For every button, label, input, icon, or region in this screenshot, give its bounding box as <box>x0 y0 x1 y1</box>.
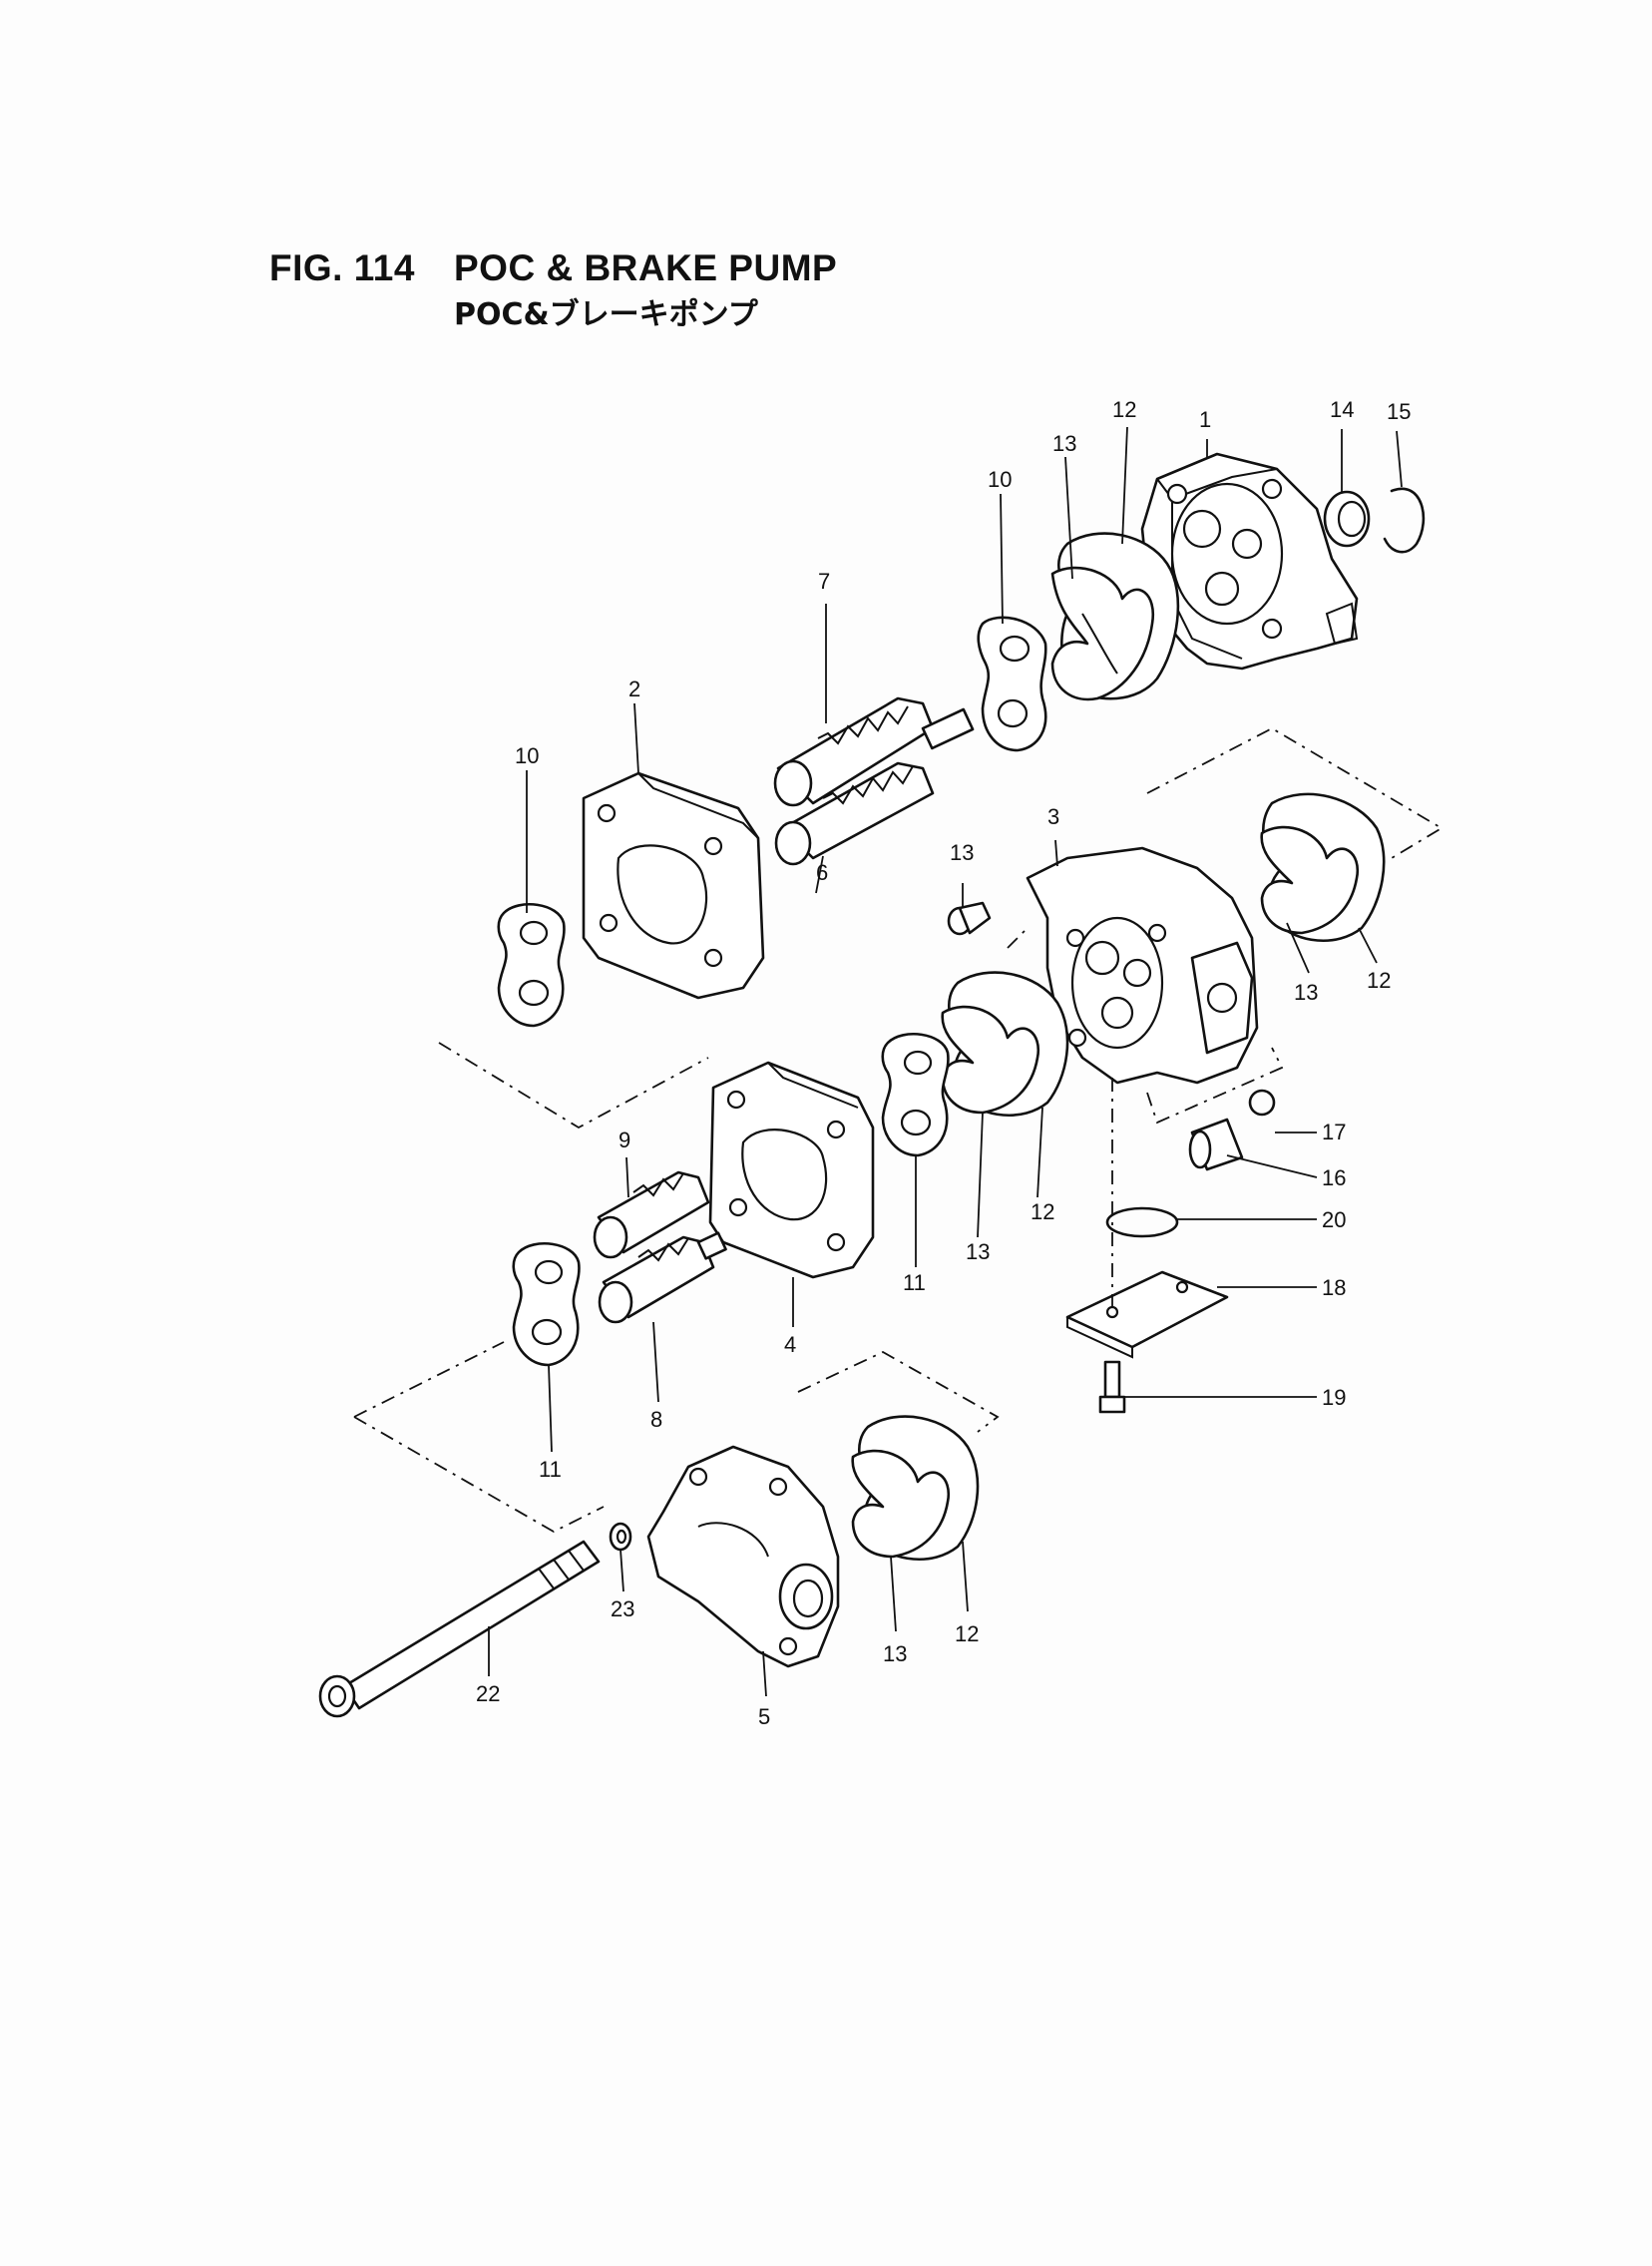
callout-17: 17 <box>1322 1120 1346 1144</box>
callout-23: 23 <box>611 1596 634 1621</box>
part-13-seal-upper <box>1050 566 1155 701</box>
part-6-driven-gear-shaft <box>774 761 935 866</box>
part-19-bolt <box>1098 1360 1126 1414</box>
figure-number: FIG. 114 <box>269 247 415 288</box>
part-9-gear <box>593 1170 710 1259</box>
assembly-line-8 <box>1007 927 1029 949</box>
callout-13-a: 13 <box>1052 431 1076 456</box>
callout-15: 15 <box>1387 399 1411 424</box>
callout-14: 14 <box>1330 397 1354 422</box>
part-10-plate-lower <box>497 902 566 1028</box>
figure-title: POC & BRAKE PUMP <box>454 247 838 288</box>
part-11-plate-lower <box>512 1241 581 1367</box>
callout-20: 20 <box>1322 1207 1346 1232</box>
part-20-o-ring <box>1105 1206 1179 1238</box>
callout-9: 9 <box>619 1128 630 1152</box>
callout-10-b: 10 <box>515 743 539 768</box>
figure-title-japanese: POC&ブレーキポンプ <box>454 297 758 332</box>
assembly-line-4 <box>353 1416 605 1534</box>
callout-13-b: 13 <box>1294 980 1318 1005</box>
assembly-line-3 <box>353 1341 505 1418</box>
callout-13-c: 13 <box>966 1239 990 1264</box>
callout-16: 16 <box>1322 1165 1346 1190</box>
part-8-gear <box>598 1231 727 1324</box>
callout-11-b: 11 <box>539 1457 562 1482</box>
callout-12-c: 12 <box>1031 1199 1054 1224</box>
callout-10-a: 10 <box>988 467 1012 492</box>
callout-11-a: 11 <box>903 1270 926 1295</box>
callout-5: 5 <box>758 1704 770 1729</box>
part-3-center-body <box>1026 846 1259 1085</box>
callout-3: 3 <box>1047 804 1059 829</box>
part-16-bushing <box>1188 1118 1244 1171</box>
part-22-through-bolt <box>318 1540 601 1718</box>
part-2-gear-housing <box>582 771 765 1000</box>
part-1-rear-cover <box>1140 452 1359 671</box>
callout-19: 19 <box>1322 1385 1346 1410</box>
callout-1: 1 <box>1199 407 1211 432</box>
part-11-plate-middle <box>881 1032 950 1157</box>
callout-7: 7 <box>818 569 830 594</box>
callout-6: 6 <box>816 860 828 885</box>
callout-12-b: 12 <box>1367 968 1391 993</box>
assembly-line-1 <box>438 1042 709 1130</box>
callout-18: 18 <box>1322 1275 1346 1300</box>
part-7-drive-gear-shaft <box>773 696 975 807</box>
part-17-snap-ring <box>1248 1089 1276 1117</box>
callout-2: 2 <box>628 677 640 701</box>
callout-21: 13 <box>950 840 974 865</box>
callout-4: 4 <box>784 1332 796 1357</box>
part-23-washer <box>609 1522 632 1552</box>
part-13-seal-middle <box>941 1005 1040 1115</box>
assembly-line-6 <box>1146 1047 1284 1125</box>
part-13-seal-right <box>1260 825 1360 935</box>
part-15-snap-ring <box>1383 487 1426 554</box>
callout-13-d: 13 <box>883 1641 907 1666</box>
assembly-line-2 <box>1146 726 1444 859</box>
assembly-line-5 <box>797 1350 1000 1433</box>
part-14-oil-seal <box>1323 490 1371 548</box>
callout-12-a: 12 <box>1112 397 1136 422</box>
part-10-plate-upper <box>977 616 1047 752</box>
part-21-dowel-pin <box>947 901 992 936</box>
part-13-seal-lower <box>851 1449 951 1559</box>
part-5-front-cover <box>646 1445 840 1668</box>
callout-22: 22 <box>476 1681 500 1706</box>
callout-8: 8 <box>650 1407 662 1432</box>
callout-12-d: 12 <box>955 1621 979 1646</box>
part-18-cover-plate <box>1065 1270 1229 1359</box>
part-4-gear-housing <box>708 1061 875 1279</box>
